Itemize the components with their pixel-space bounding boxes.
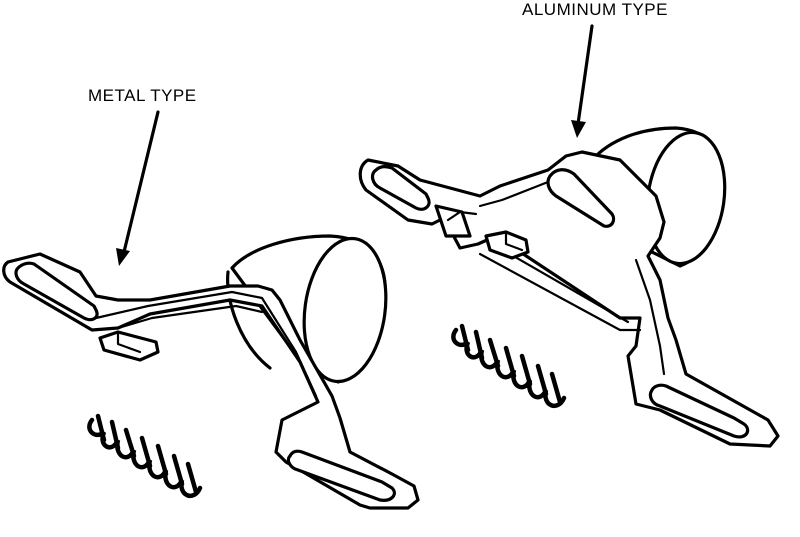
aluminum-leader-arrow [571,24,594,138]
metal-tab [98,330,160,362]
aluminum-type-lever-assembly [358,126,780,448]
metal-lever-arm [2,252,420,510]
metal-cylinder [226,234,388,384]
aluminum-spring [451,323,567,409]
aluminum-lever-arm [358,150,780,448]
metal-leader-arrow [116,110,160,266]
aluminum-type-label: ALUMINUM TYPE [522,0,668,19]
metal-type-label: METAL TYPE [88,86,197,105]
aluminum-tab [484,230,530,260]
metal-type-lever-assembly [2,234,420,510]
metal-spring [87,413,203,499]
